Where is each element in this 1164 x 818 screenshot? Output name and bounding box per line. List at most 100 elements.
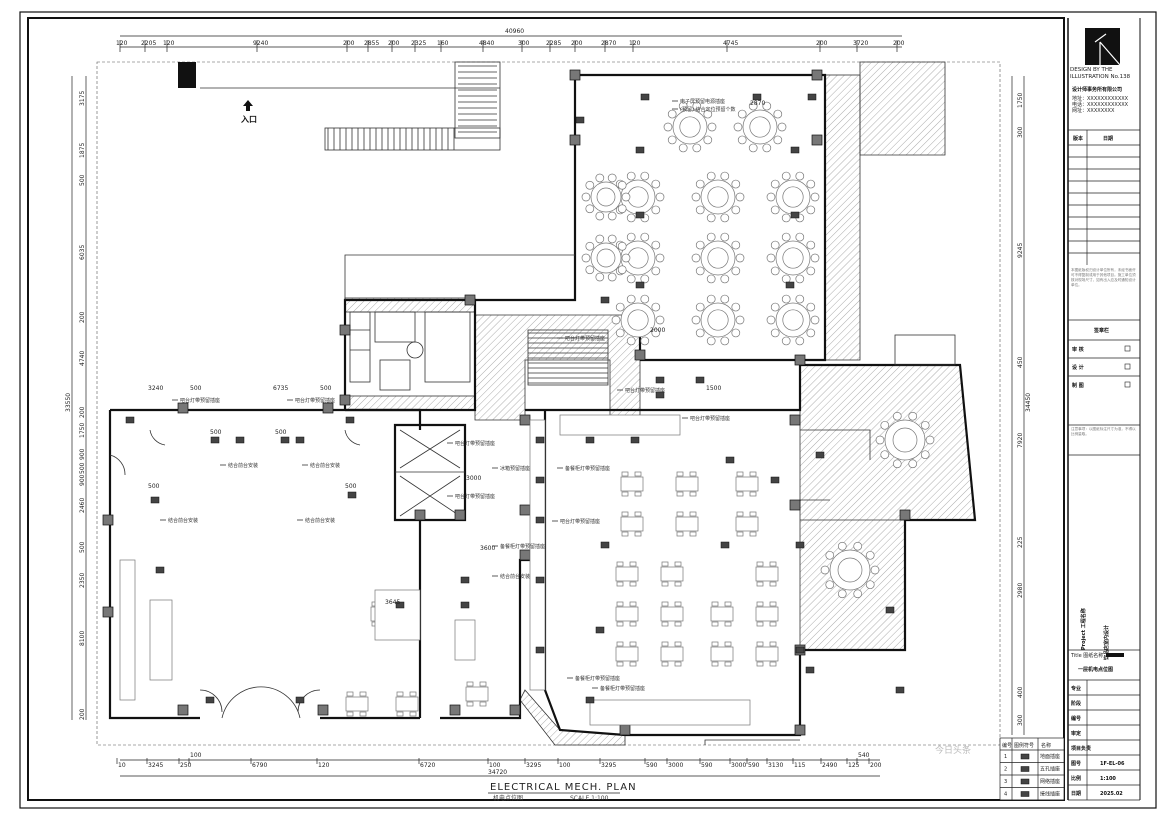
column: [322, 402, 334, 414]
legend-row-name: 接线插座: [1040, 791, 1060, 798]
chair: [880, 450, 890, 460]
chair: [617, 265, 627, 275]
chair: [720, 232, 730, 242]
chair: [806, 328, 816, 338]
dimension-label: 1750: [1017, 93, 1024, 108]
column: [509, 704, 521, 716]
chair: [795, 294, 805, 304]
dimension-label: 2855: [364, 40, 379, 47]
callout-label: 备餐柜灯带预留插座: [600, 685, 645, 692]
entrance-label: 入口: [240, 115, 257, 124]
chair: [611, 315, 621, 325]
chair: [892, 459, 902, 469]
chair: [810, 253, 820, 263]
legend-symbol-icon: [1020, 791, 1030, 797]
sign-checkbox: [1124, 345, 1131, 352]
plan-dimension-label: 3645: [385, 599, 400, 606]
dimension-label: 590: [646, 762, 658, 769]
square-table: [735, 471, 759, 497]
site-boundary: [96, 61, 1001, 746]
chair: [737, 135, 747, 145]
square-table: [710, 601, 734, 627]
chair: [781, 294, 791, 304]
dimension-label: 200: [816, 40, 828, 47]
chair: [766, 315, 776, 325]
callout-label: 吧台灯带预留插座: [455, 440, 495, 447]
sign-row-label: 制 图: [1072, 382, 1084, 389]
outlet-icon: [790, 146, 800, 154]
outlet-icon: [795, 646, 805, 654]
dimension-label: 9245: [1017, 243, 1024, 258]
chair: [770, 205, 780, 215]
field-label: 项目负责: [1071, 745, 1091, 752]
legend-symbol-icon: [1020, 753, 1030, 760]
dimension-label: 2490: [822, 762, 837, 769]
outlet-icon: [295, 436, 305, 444]
outlet-icon: [635, 146, 645, 154]
company-phone: 电话：XXXXXXXXXXXX: [1072, 101, 1129, 108]
dimension-label: 200: [79, 406, 86, 418]
outlet-icon: [795, 541, 805, 549]
project-label: Project 工程名称: [1080, 608, 1087, 650]
callout-label: 吧台灯带预留插座: [560, 518, 600, 525]
square-table: [675, 511, 699, 537]
drawing-title-en: ELECTRICAL MECH. PLAN: [490, 782, 637, 793]
chair: [695, 328, 705, 338]
restrooms: [349, 311, 956, 391]
plan-dimension-label: 500: [148, 483, 160, 490]
dimension-label: 1750: [79, 423, 86, 438]
chair: [806, 240, 816, 250]
chair: [781, 171, 791, 181]
callout-label: 吧台灯带预留插座: [455, 493, 495, 500]
outlet-icon: [895, 686, 905, 694]
column: [569, 69, 581, 81]
dimension-label: 2205: [141, 40, 156, 47]
chair: [737, 109, 747, 119]
outlet-icon: [635, 211, 645, 219]
outlet-icon: [535, 476, 545, 484]
dimension-label: 300: [1017, 126, 1024, 138]
chair: [720, 274, 730, 284]
round-table: [875, 411, 935, 469]
chair: [908, 459, 918, 469]
column: [794, 724, 806, 736]
chair: [795, 232, 805, 242]
outlet-icon: [575, 116, 585, 124]
legend-row-no: 4: [1004, 792, 1007, 798]
chair: [748, 143, 758, 153]
chair: [706, 294, 716, 304]
dimension-label: 120: [629, 40, 641, 47]
dimension-label: 7920: [1017, 433, 1024, 448]
dimension-label: 6035: [79, 245, 86, 260]
chair: [777, 122, 787, 132]
chair: [706, 171, 716, 181]
plan-dimension-label: 500: [210, 429, 222, 436]
round-table: [733, 101, 787, 153]
chair: [770, 240, 780, 250]
chair: [770, 302, 780, 312]
callout-label: 吧台灯带预留插座: [690, 415, 730, 422]
chair: [640, 336, 650, 346]
chair: [795, 274, 805, 284]
dimension-label: 1875: [79, 143, 86, 158]
title-block-notes: 本图纸版权归设计单位所有，未经书面许可不得复制或用于其他项目。施工单位须核对现场…: [1071, 268, 1136, 287]
chair: [585, 265, 595, 275]
chair: [703, 135, 713, 145]
chair: [678, 143, 688, 153]
dimension-label: 3245: [148, 762, 163, 769]
callout-label: 备餐柜灯带预留插座: [565, 465, 610, 472]
chair: [731, 302, 741, 312]
chair: [795, 336, 805, 346]
plan-dimension-label: 3240: [148, 385, 163, 392]
outlet-icon: [345, 416, 355, 424]
field-label: 审定: [1071, 730, 1081, 737]
chair: [695, 240, 705, 250]
chair: [607, 211, 617, 221]
callout-label: 吧台灯带预留插座: [565, 335, 605, 342]
chair: [691, 192, 701, 202]
chair: [810, 192, 820, 202]
outlet-icon: [295, 696, 305, 704]
structural-columns: [102, 69, 911, 736]
dimension-label: 200: [79, 311, 86, 323]
chair: [663, 122, 673, 132]
